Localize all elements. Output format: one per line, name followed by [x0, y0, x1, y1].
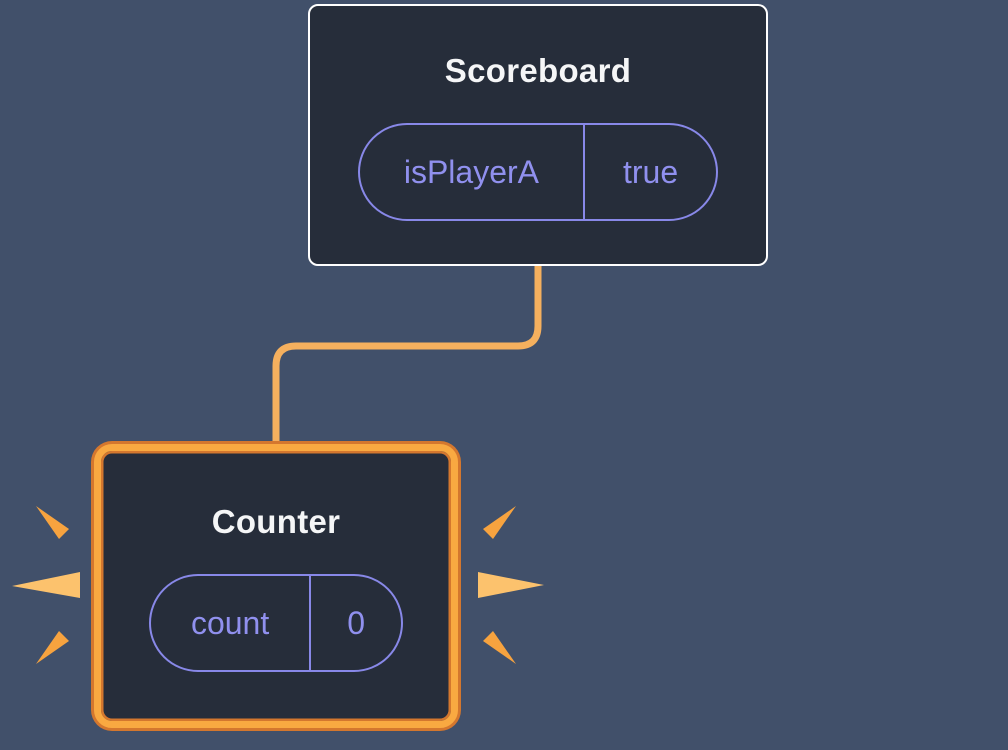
scoreboard-component-box: Scoreboard isPlayerA true	[308, 4, 768, 266]
scoreboard-state-name: isPlayerA	[403, 153, 539, 190]
pill-divider	[583, 125, 585, 219]
counter-title: Counter	[211, 503, 341, 540]
scoreboard-title: Scoreboard	[444, 52, 632, 89]
spark-ray-icon	[36, 631, 69, 664]
spark-ray-icon	[483, 631, 516, 664]
spark-ray-icon	[36, 506, 69, 539]
parent-child-connector-line	[272, 263, 542, 450]
counter-state-name: count	[190, 604, 270, 641]
pill-divider	[309, 576, 312, 670]
spark-ray-icon	[12, 572, 80, 598]
spark-ray-icon	[478, 572, 544, 598]
highlight-sparks-right-icon	[478, 506, 544, 664]
scoreboard-state-pill: isPlayerA true	[357, 123, 719, 221]
scoreboard-state-value: true	[623, 153, 679, 190]
counter-state-pill: count 0	[148, 574, 404, 672]
spark-ray-icon	[483, 506, 516, 539]
counter-state-value: 0	[347, 604, 366, 641]
highlight-sparks-left-icon	[12, 506, 80, 664]
counter-component-box: Counter count 0	[94, 444, 458, 728]
